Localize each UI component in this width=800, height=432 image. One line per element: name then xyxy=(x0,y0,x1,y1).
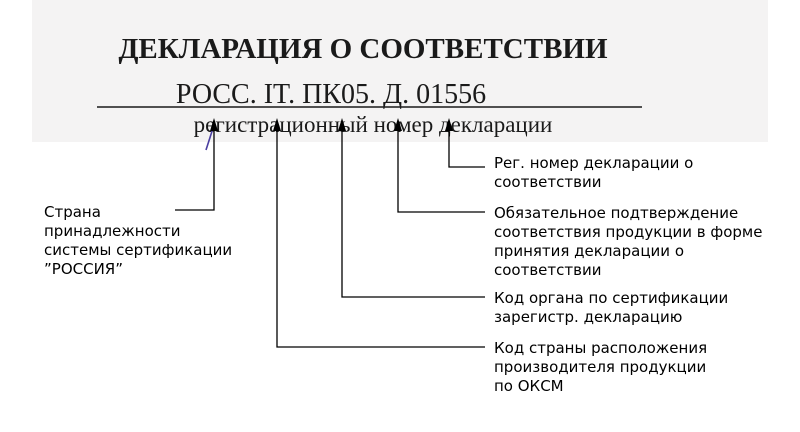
callout-reg-number: Рег. номер декларации о соответствии xyxy=(494,154,698,191)
document-title: ДЕКЛАРАЦИЯ О СООТВЕТСТВИИ xyxy=(118,33,608,65)
registration-number: РОСС. IT. ПК05. Д. 01556 xyxy=(176,79,486,110)
registration-number-caption: регистрационный номер декларации xyxy=(194,112,553,137)
scan-background xyxy=(32,0,768,142)
leader-country-system xyxy=(175,118,218,211)
leader-reg-number xyxy=(445,118,485,168)
leader-mandatory-confirmation xyxy=(394,118,485,213)
leader-certification-body xyxy=(338,118,485,298)
callout-mandatory-confirmation: Обязательное подтверждение соответствия … xyxy=(494,204,767,279)
callout-manufacturer-country: Код страны расположения производителя пр… xyxy=(494,339,712,395)
callout-country-system: Страна принадлежности системы сертификац… xyxy=(44,203,237,278)
leader-manufacturer-country xyxy=(273,118,485,348)
callout-certification-body: Код органа по сертификации зарегистр. де… xyxy=(494,289,733,326)
